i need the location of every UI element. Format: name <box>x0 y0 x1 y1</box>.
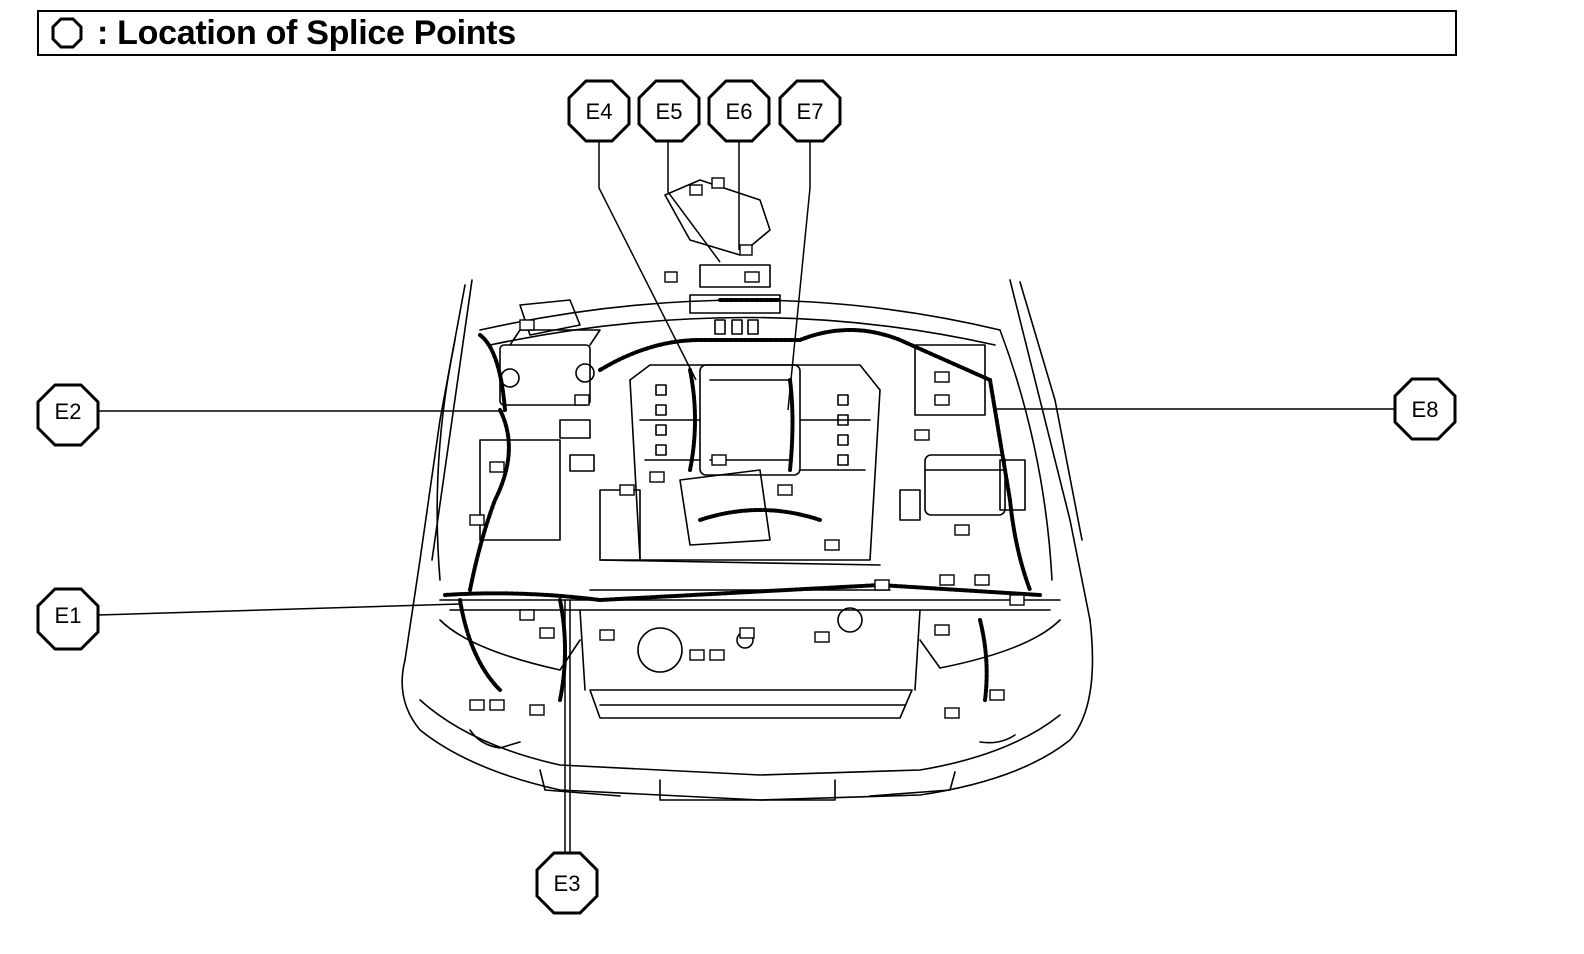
splice-label-e6: E6 <box>726 99 753 124</box>
upper-harness <box>664 179 781 335</box>
splice-marker-e2[interactable]: E2 <box>36 383 100 447</box>
splice-label-e4: E4 <box>586 99 613 124</box>
splice-label-e2: E2 <box>55 399 82 424</box>
splice-markers: E2 E1 E3 E4 E5 E6 E7 E8 <box>36 79 1457 915</box>
page-title: : Location of Splice Points <box>97 14 516 52</box>
splice-marker-e7[interactable]: E7 <box>778 79 842 143</box>
splice-label-e1: E1 <box>55 603 82 628</box>
title-bar: : Location of Splice Points <box>37 10 1457 56</box>
leader-e4 <box>598 138 697 381</box>
splice-label-e5: E5 <box>656 99 683 124</box>
vehicle-body <box>401 299 1094 801</box>
splice-label-e8: E8 <box>1412 397 1439 422</box>
splice-label-e3: E3 <box>554 871 581 896</box>
octagon-icon <box>51 17 83 49</box>
splice-marker-e3[interactable]: E3 <box>535 851 599 915</box>
leader-e7 <box>787 138 811 411</box>
engine <box>589 364 891 673</box>
connectors <box>469 177 1025 719</box>
splice-marker-e8[interactable]: E8 <box>1393 377 1457 441</box>
leader-lines <box>97 138 1395 855</box>
splice-marker-e5[interactable]: E5 <box>637 79 701 143</box>
splice-label-e7: E7 <box>797 99 824 124</box>
leader-e5 <box>667 138 721 263</box>
splice-marker-e6[interactable]: E6 <box>707 79 771 143</box>
splice-marker-e1[interactable]: E1 <box>36 587 100 651</box>
wiring-harness <box>443 298 1042 702</box>
splice-marker-e4[interactable]: E4 <box>567 79 631 143</box>
leader-e1 <box>97 603 461 616</box>
